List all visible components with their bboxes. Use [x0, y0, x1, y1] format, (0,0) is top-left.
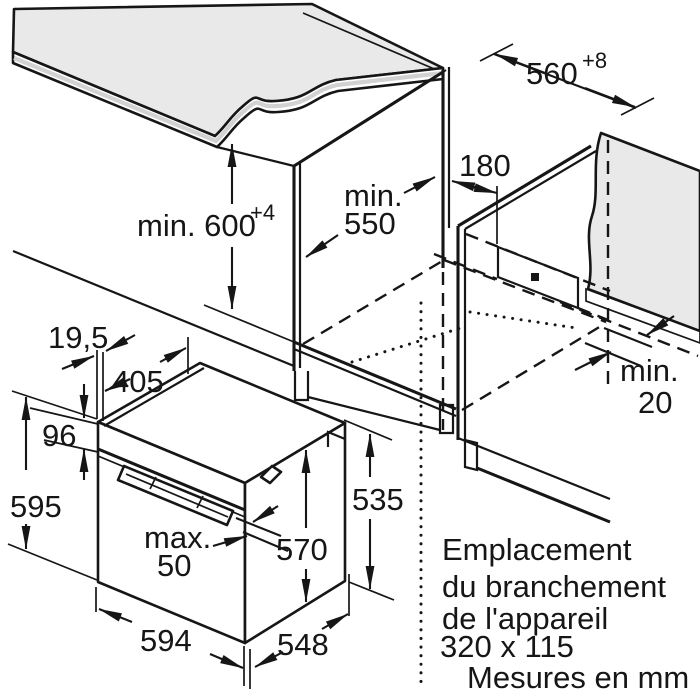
dimension-door-height-570: 570	[276, 449, 328, 603]
dimension-body-depth-548: 548	[254, 574, 350, 668]
rear-gap-label-1: min.	[620, 353, 679, 388]
dimension-niche-width-560: 560 +8	[479, 43, 655, 116]
niche-width-label: 560	[526, 56, 578, 91]
connection-leader-dotted	[350, 301, 578, 692]
front-height-label: 595	[10, 489, 62, 524]
oven-side-vent	[259, 464, 283, 485]
niche-depth-label-2: 550	[344, 206, 396, 241]
connection-note-line1: Emplacement	[442, 532, 632, 567]
connection-note-line3: de l'appareil	[442, 601, 608, 636]
body-height-label: 535	[352, 482, 404, 517]
dimension-connection-offset-180: 180	[451, 148, 511, 244]
dimension-body-height-535: 535	[343, 419, 404, 601]
dimension-door-thickness-195: 19,5	[48, 320, 136, 421]
worktop	[11, 2, 445, 168]
handle-protrusion-label-2: 50	[157, 548, 191, 583]
worktop-edge-stripe	[13, 56, 444, 144]
dimension-handle-protrusion-50: max. 50	[144, 505, 289, 583]
door-height-label: 570	[276, 532, 328, 567]
niche-width-tolerance: +8	[582, 48, 607, 73]
units-note: Mesures en mm	[467, 660, 689, 695]
niche-hidden-edges	[302, 232, 611, 412]
dimension-niche-height-600: min. 600 +4	[137, 143, 275, 310]
rear-wall-skirting	[585, 287, 700, 344]
rear-gap-label-2: 20	[638, 385, 672, 420]
connection-area-hatch	[496, 245, 580, 310]
worktop-top-surface	[11, 2, 445, 138]
niche-height-label: min. 600	[137, 208, 256, 243]
panel-height-label: 96	[42, 418, 76, 453]
niche-depth-label-1: min.	[344, 178, 403, 213]
connection-offset-label: 180	[459, 148, 511, 183]
connection-area-dot	[531, 273, 539, 281]
body-depth-label: 548	[277, 627, 329, 662]
rear-wall-surface	[586, 131, 700, 333]
connection-note-line2: du branchement	[442, 569, 666, 604]
dimension-niche-depth-550: min. 550	[305, 176, 436, 258]
niche-right-side-panel	[456, 144, 611, 524]
dimension-panel-height-96: 96	[29, 384, 99, 480]
top-depth-label: 405	[112, 364, 164, 399]
dimension-front-width-594: 594	[95, 587, 251, 689]
dimension-top-depth-405: 405	[104, 337, 189, 399]
niche-left-side-panel	[12, 67, 457, 435]
door-thickness-label: 19,5	[48, 320, 108, 355]
niche-height-tolerance: +4	[250, 200, 275, 225]
dimension-rear-gap-20: min. 20	[574, 315, 679, 420]
rear-wall-panel	[559, 131, 700, 388]
oven	[96, 361, 347, 645]
connection-note: Emplacement du branchement de l'appareil…	[440, 532, 666, 664]
front-width-label: 594	[140, 623, 192, 658]
handle-protrusion-label-1: max.	[144, 520, 211, 555]
connection-note-line4: 320 x 115	[440, 629, 574, 664]
dimension-front-height-595: 595	[7, 390, 98, 581]
